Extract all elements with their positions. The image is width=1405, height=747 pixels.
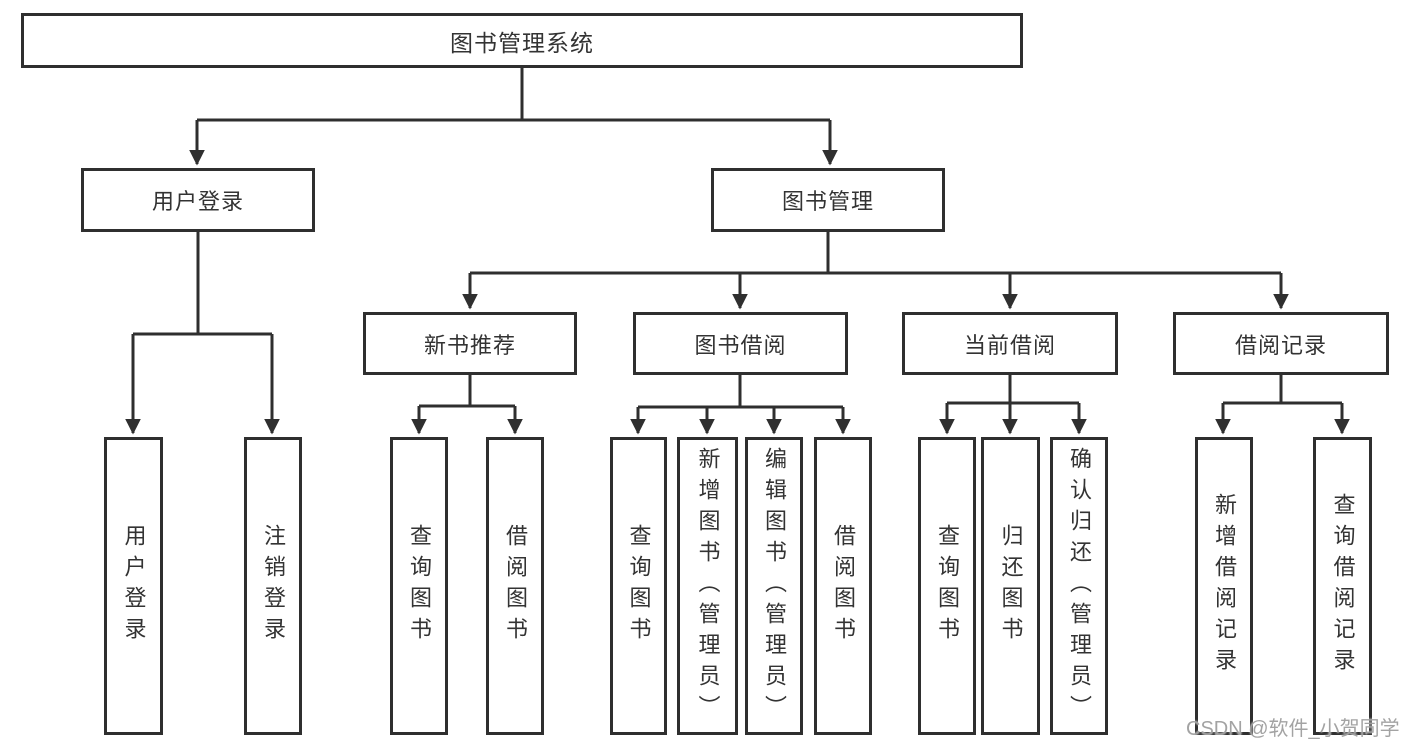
leaf-logout-label: 注销登录: [261, 524, 286, 648]
leaf-add-books-admin-label: 新增图书（管理员）: [695, 446, 721, 726]
leaf-borrowing-borrow-books-label: 借阅图书: [831, 524, 856, 648]
leaf-recommend-borrow-books-label: 借阅图书: [503, 524, 528, 648]
leaf-return-books-label: 归还图书: [998, 524, 1024, 648]
node-root-library-management-system: 图书管理系统: [21, 13, 1023, 68]
node-book-borrowing: 图书借阅: [633, 312, 848, 375]
leaf-confirm-return-admin: 确认归还（管理员）: [1050, 437, 1108, 735]
leaf-confirm-return-admin-label: 确认归还（管理员）: [1067, 446, 1092, 726]
leaf-user-login-label: 用户登录: [121, 524, 147, 648]
leaf-recommend-query-books: 查询图书: [390, 437, 448, 735]
leaf-recommend-query-books-label: 查询图书: [407, 524, 432, 648]
node-new-book-recommend: 新书推荐: [363, 312, 577, 375]
node-current-borrowing: 当前借阅: [902, 312, 1118, 375]
leaf-query-borrow-record-label: 查询借阅记录: [1330, 493, 1356, 679]
leaf-query-borrow-record: 查询借阅记录: [1313, 437, 1372, 735]
leaf-edit-books-admin: 编辑图书（管理员）: [745, 437, 803, 735]
leaf-current-query-books-label: 查询图书: [935, 524, 960, 648]
leaf-user-login: 用户登录: [104, 437, 163, 735]
leaf-borrowing-borrow-books: 借阅图书: [814, 437, 872, 735]
node-borrowing-records: 借阅记录: [1173, 312, 1389, 375]
leaf-borrowing-query-books-label: 查询图书: [626, 524, 652, 648]
leaf-add-borrow-record-label: 新增借阅记录: [1212, 493, 1237, 679]
node-book-management: 图书管理: [711, 168, 945, 232]
csdn-watermark: CSDN @软件_小贺同学: [1186, 718, 1400, 740]
leaf-current-query-books: 查询图书: [918, 437, 976, 735]
node-user-login: 用户登录: [81, 168, 315, 232]
leaf-add-borrow-record: 新增借阅记录: [1195, 437, 1253, 735]
leaf-add-books-admin: 新增图书（管理员）: [677, 437, 738, 735]
leaf-logout: 注销登录: [244, 437, 302, 735]
leaf-return-books: 归还图书: [981, 437, 1040, 735]
leaf-recommend-borrow-books: 借阅图书: [486, 437, 544, 735]
leaf-borrowing-query-books: 查询图书: [610, 437, 667, 735]
leaf-edit-books-admin-label: 编辑图书（管理员）: [762, 446, 787, 726]
